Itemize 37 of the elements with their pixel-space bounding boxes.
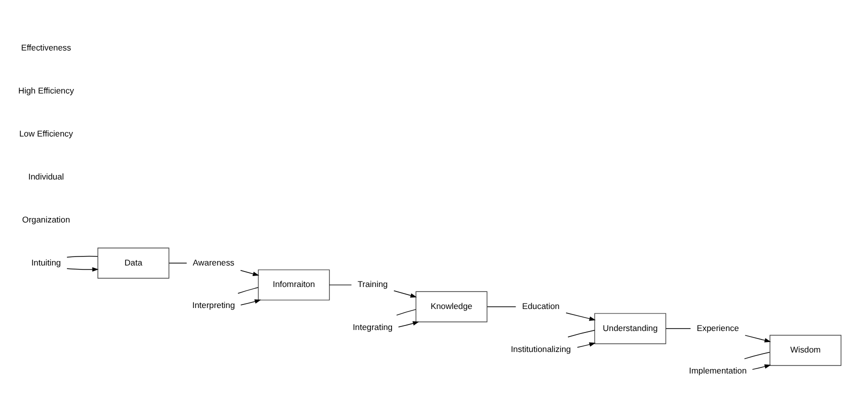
node-box: Wisdom xyxy=(770,334,842,366)
arrow xyxy=(566,312,596,321)
node-box: Knowledge xyxy=(416,291,488,322)
arrow xyxy=(240,270,260,276)
arrow xyxy=(398,321,420,328)
node-box: Infomraiton xyxy=(258,269,330,300)
connector xyxy=(568,330,596,338)
arrow xyxy=(240,299,262,306)
node-box: Understanding xyxy=(594,313,666,344)
node-text: Integrating xyxy=(352,322,393,332)
node-text: Experience xyxy=(696,322,739,333)
label: Individual xyxy=(28,171,64,182)
node-box: Data xyxy=(97,248,170,279)
node-text: Education xyxy=(522,300,560,311)
connector xyxy=(329,284,352,286)
connector xyxy=(168,262,188,264)
connector xyxy=(666,328,691,329)
arrow xyxy=(394,290,417,298)
connector xyxy=(396,309,416,316)
label: Organization xyxy=(22,214,70,224)
connector xyxy=(66,256,98,258)
node-text: Institutionalizing xyxy=(510,344,571,354)
arrow xyxy=(744,334,771,342)
node-text: Intuiting xyxy=(31,257,61,268)
arrow xyxy=(66,267,99,272)
arrow xyxy=(752,364,771,370)
arrow xyxy=(577,342,596,348)
label: Effectiveness xyxy=(21,42,72,53)
node-text: Awareness xyxy=(192,257,234,268)
node-text: Implementation xyxy=(689,366,747,376)
connector xyxy=(486,306,516,308)
node-text: Interpreting xyxy=(192,300,235,310)
node-text: Training xyxy=(358,279,388,290)
connector xyxy=(744,352,770,360)
connector xyxy=(238,287,258,294)
label: High Efficiency xyxy=(18,86,74,96)
label: Low Efficiency xyxy=(19,128,73,139)
